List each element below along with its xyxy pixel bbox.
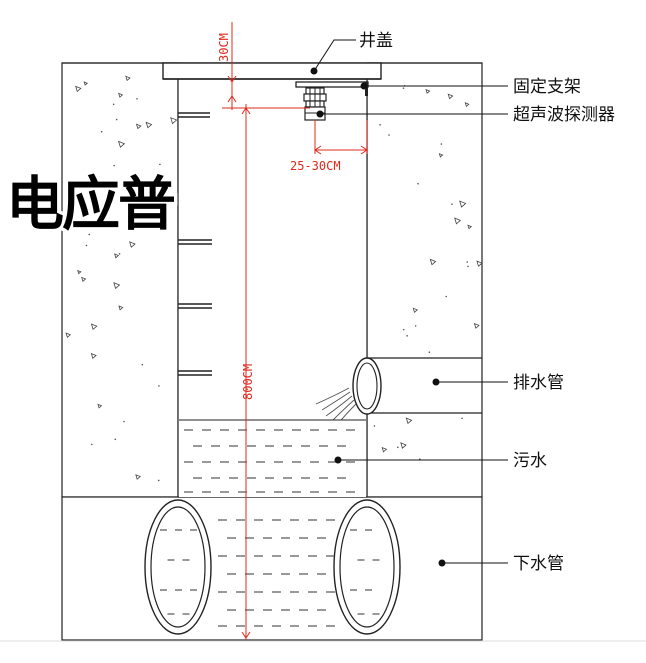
- drain-pipe-label: 排水管: [513, 373, 564, 393]
- drain-pipe: [352, 357, 482, 415]
- sensor-offset-dimension: 25-30CM: [290, 159, 341, 173]
- manhole-structure: [61, 62, 483, 641]
- ladder-rungs: [178, 112, 212, 376]
- sewage-label: 污水: [513, 451, 547, 471]
- brand-logo: 电应普: [6, 170, 174, 238]
- bracket-label: 固定支架: [513, 77, 581, 97]
- callout-leaders: [310, 39, 508, 567]
- sewer-pipes: [144, 499, 401, 635]
- left-concrete-wall: [61, 62, 179, 498]
- sewer-section: [61, 496, 483, 641]
- depth-dimension: 800CM: [241, 364, 255, 400]
- sewer-pipe-label: 下水管: [513, 554, 564, 574]
- manhole-cover: [162, 62, 382, 80]
- cover-label: 井盖: [359, 31, 393, 51]
- sewage-water: [179, 419, 366, 497]
- cover-gap-dimension: 30CM: [217, 33, 231, 62]
- right-concrete-wall: [366, 62, 483, 498]
- dimension-lines: [222, 22, 368, 640]
- sensor-label: 超声波探测器: [513, 105, 615, 125]
- fixed-bracket: [295, 81, 369, 88]
- concrete-texture: [65, 75, 483, 482]
